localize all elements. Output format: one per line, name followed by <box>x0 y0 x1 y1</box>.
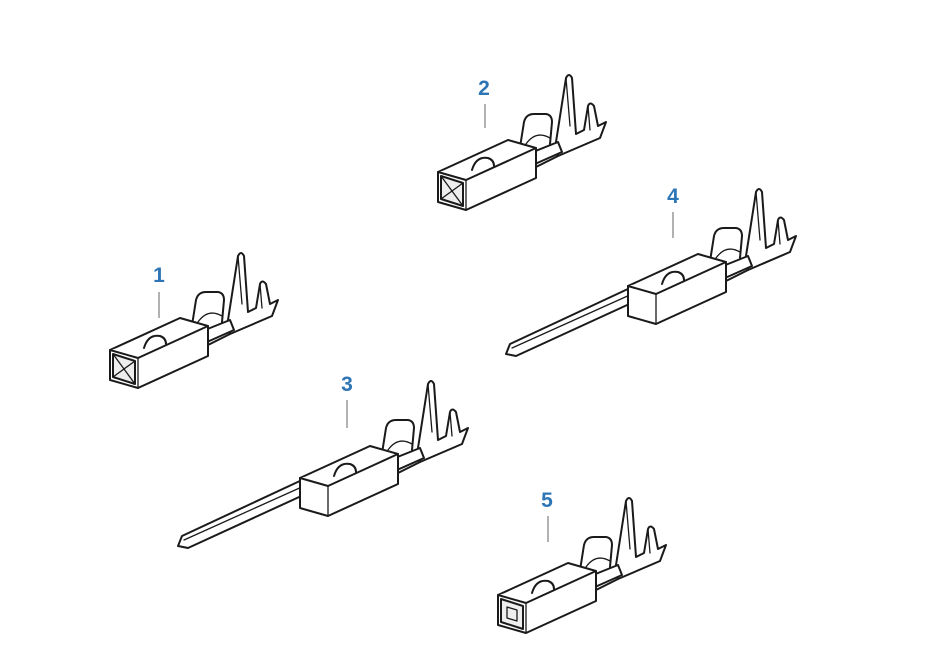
callout-5: 5 <box>541 489 553 512</box>
terminal-5 <box>497 497 667 634</box>
terminal-3 <box>177 380 469 549</box>
callout-1: 1 <box>153 264 165 287</box>
terminal-1 <box>109 252 279 389</box>
callout-4: 4 <box>667 185 679 208</box>
terminal-2 <box>437 74 607 211</box>
terminal-4 <box>505 188 797 357</box>
callout-2: 2 <box>478 77 490 100</box>
callout-3: 3 <box>341 373 353 396</box>
